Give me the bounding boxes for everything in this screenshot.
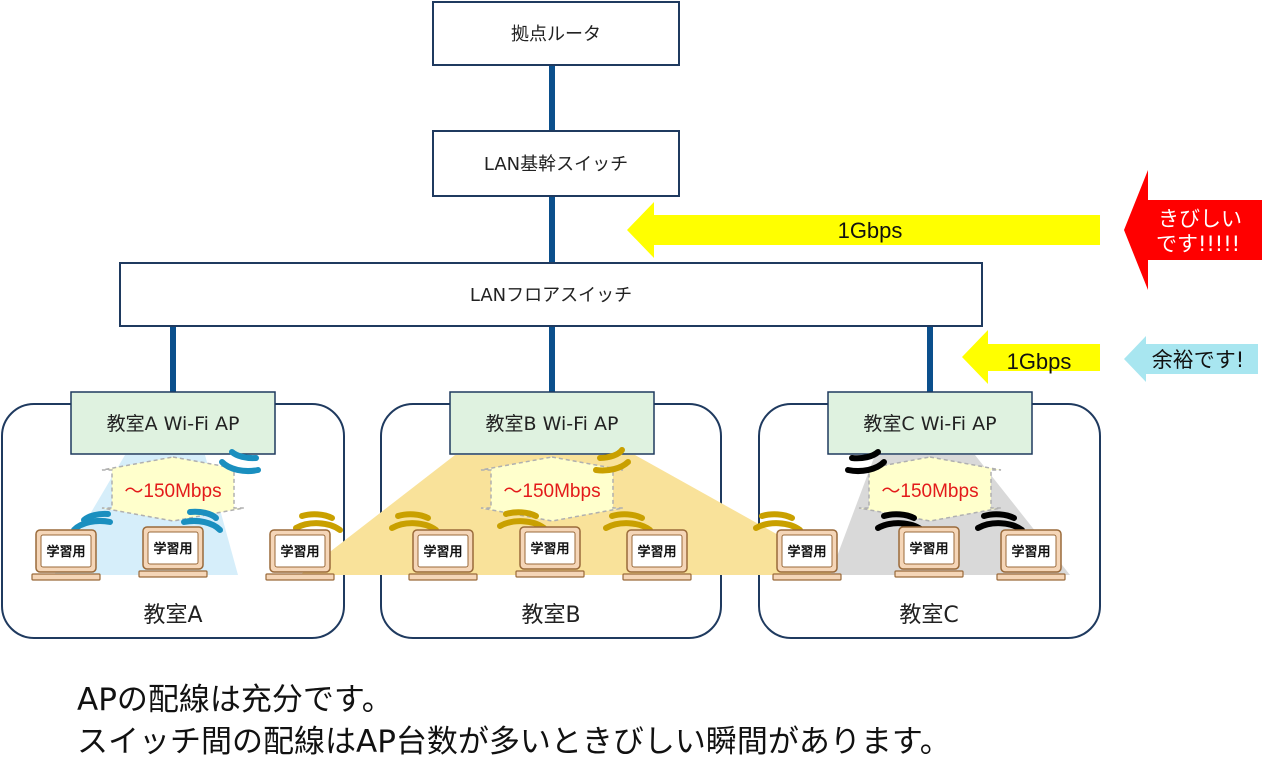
floor-status-callout: 余裕です! xyxy=(1124,336,1258,382)
wifi-signal-icon xyxy=(71,449,261,533)
ap-c: 教室C Wi-Fi AP xyxy=(827,391,1033,455)
floor-uplink-arrow: 1Gbps xyxy=(962,330,1100,384)
caption-line1: APの配線は充分です。 xyxy=(77,682,393,718)
core-switch-node: LAN基幹スイッチ xyxy=(432,130,680,197)
ap-b-label: 教室B Wi-Fi AP xyxy=(486,413,619,435)
ap-c-label: 教室C Wi-Fi AP xyxy=(863,413,996,435)
room-b-label: 教室B xyxy=(521,603,580,628)
speed-arrow-b: ～150Mbps xyxy=(480,456,624,522)
wifi-signal-icon xyxy=(845,449,1025,533)
core-status-line2: です!!!!! xyxy=(1156,232,1240,256)
speed-a-label: ～150Mbps xyxy=(124,481,221,502)
laptop-icon: 学習用 xyxy=(622,529,692,581)
floor-switch-label: LANフロアスイッチ xyxy=(470,285,632,306)
svg-text:学習用: 学習用 xyxy=(637,544,676,560)
room-a-label: 教室A xyxy=(143,603,202,628)
wifi-signal-icon xyxy=(293,447,803,533)
caption-line2: スイッチ間の配線はAP台数が多いときびしい瞬間があります。 xyxy=(77,724,951,760)
router-node: 拠点ルータ xyxy=(432,1,680,66)
laptop-icon: 学習用 xyxy=(515,526,585,578)
ap-a-label: 教室A Wi-Fi AP xyxy=(107,413,240,435)
ap-b: 教室B Wi-Fi AP xyxy=(449,391,655,455)
floor-switch-node: LANフロアスイッチ xyxy=(119,262,983,327)
svg-text:学習用: 学習用 xyxy=(909,541,948,557)
svg-text:学習用: 学習用 xyxy=(1011,544,1050,560)
core-uplink-label: 1Gbps xyxy=(838,218,903,243)
laptop-icon: 学習用 xyxy=(996,529,1066,581)
laptop-icon: 学習用 xyxy=(894,526,964,578)
svg-text:学習用: 学習用 xyxy=(530,541,569,557)
speed-arrow-c: ～150Mbps xyxy=(858,456,1002,522)
room-c-label: 教室C xyxy=(899,603,958,628)
laptop-icon: 学習用 xyxy=(265,529,335,581)
svg-text:学習用: 学習用 xyxy=(423,544,462,560)
core-uplink-arrow: 1Gbps xyxy=(627,202,1100,258)
floor-status-label: 余裕です! xyxy=(1152,348,1244,372)
ap-a: 教室A Wi-Fi AP xyxy=(70,391,276,455)
svg-text:学習用: 学習用 xyxy=(280,544,319,560)
laptop-icon: 学習用 xyxy=(772,529,842,581)
svg-text:学習用: 学習用 xyxy=(46,544,85,560)
speed-b-label: ～150Mbps xyxy=(503,481,600,502)
laptop-icon: 学習用 xyxy=(408,529,478,581)
svg-text:学習用: 学習用 xyxy=(787,544,826,560)
laptop-icon: 学習用 xyxy=(31,529,101,581)
svg-text:学習用: 学習用 xyxy=(153,541,192,557)
core-status-callout: きびしい です!!!!! xyxy=(1124,170,1262,290)
floor-uplink-label: 1Gbps xyxy=(1007,349,1072,374)
core-switch-label: LAN基幹スイッチ xyxy=(484,154,628,175)
router-label: 拠点ルータ xyxy=(511,24,601,45)
core-status-line1: きびしい xyxy=(1158,207,1242,231)
laptop-icon: 学習用 xyxy=(138,526,208,578)
speed-c-label: ～150Mbps xyxy=(881,481,978,502)
